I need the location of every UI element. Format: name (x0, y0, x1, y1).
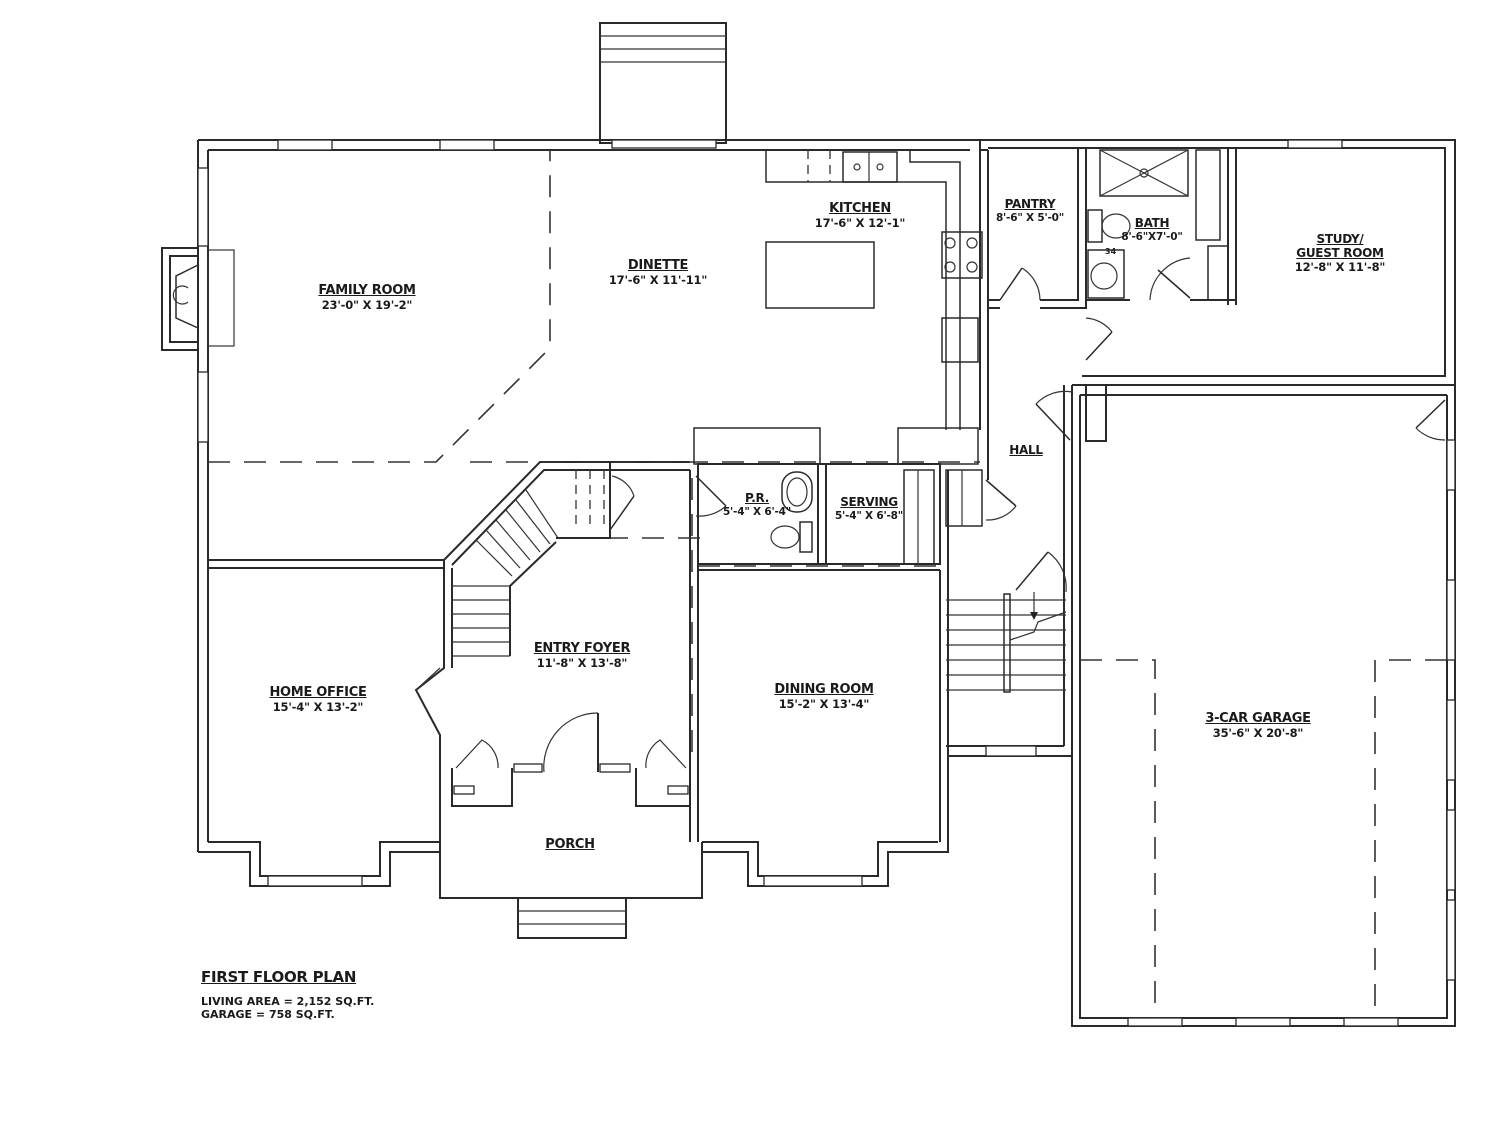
room-dining-room: DINING ROOM 15'-2" X 13'-4" (774, 682, 874, 711)
room-dimensions: 8'-6"X7'-0" (1121, 230, 1183, 243)
washer-label: 34 (1105, 247, 1117, 256)
room-study-guest-room: STUDY/ GUEST ROOM 12'-8" X 11'-8" (1294, 232, 1386, 274)
room-porch: PORCH (545, 837, 595, 853)
room-name: BATH (1134, 216, 1170, 230)
room-dimensions: 15'-2" X 13'-4" (778, 696, 870, 711)
room-entry-foyer: ENTRY FOYER 11'-8" X 13'-8" (533, 641, 631, 670)
plan-title: FIRST FLOOR PLAN (201, 968, 357, 986)
room-name: 3-CAR GARAGE (1205, 711, 1311, 726)
room-home-office: HOME OFFICE 15'-4" X 13'-2" (269, 685, 367, 714)
room-dimensions: 5'-4" X 6'-4" (722, 505, 792, 518)
room-dimensions: 17'-6" X 12'-1" (814, 215, 906, 230)
room-dimensions: 8'-6" X 5'-0" (995, 211, 1065, 224)
room-name: DINING ROOM (774, 682, 874, 697)
room-name: STUDY/ (1316, 232, 1364, 246)
interior-walls (208, 148, 1237, 842)
room-name-line2: GUEST ROOM (1296, 245, 1384, 260)
room-dimensions: 17'-6" X 11'-11" (608, 272, 708, 287)
room-name: PANTRY (1004, 197, 1056, 211)
room-name: SERVING (840, 495, 898, 509)
title-block: FIRST FLOOR PLAN LIVING AREA = 2,152 SQ.… (201, 968, 374, 1021)
room-dimensions: 15'-4" X 13'-2" (272, 699, 364, 714)
powder-room-fixtures (770, 471, 813, 553)
garage-area: GARAGE = 758 SQ.FT. (201, 1007, 335, 1021)
living-area: LIVING AREA = 2,152 SQ.FT. (201, 995, 375, 1008)
room-name: ENTRY FOYER (533, 641, 631, 656)
room-name: HALL (1009, 443, 1043, 457)
serving-counter (903, 469, 983, 565)
overhead-lines (208, 150, 1447, 1018)
room-name: DINETTE (627, 258, 689, 273)
room-name: PORCH (545, 837, 595, 852)
room-dimensions: 5'-4" X 6'-8" (834, 509, 904, 522)
room-dimensions: 35'-6" X 20'-8" (1212, 725, 1304, 740)
room-dinette: DINETTE 17'-6" X 11'-11" (608, 258, 708, 287)
room-name: KITCHEN (829, 201, 891, 216)
room-garage: 3-CAR GARAGE 35'-6" X 20'-8" (1205, 711, 1311, 740)
bath-fixtures (1087, 149, 1229, 301)
fireplace (161, 247, 235, 351)
area-summary: LIVING AREA = 2,152 SQ.FT. GARAGE = 758 … (201, 995, 375, 1021)
room-name: FAMILY ROOM (318, 283, 416, 298)
room-name: P.R. (745, 491, 769, 505)
basement-staircase (946, 592, 1067, 693)
room-name: HOME OFFICE (269, 685, 367, 700)
room-dimensions: 23'-0" X 19'-2" (321, 297, 413, 312)
room-hall: HALL (1009, 443, 1043, 458)
room-dimensions: 11'-8" X 13'-8" (536, 655, 628, 670)
exterior-walls (197, 139, 1456, 1027)
room-dimensions: 12'-8" X 11'-8" (1294, 259, 1386, 274)
room-family-room: FAMILY ROOM 23'-0" X 19'-2" (318, 283, 416, 312)
main-staircase (452, 462, 611, 657)
room-kitchen: KITCHEN 17'-6" X 12'-1" (814, 201, 906, 230)
windows (197, 139, 1456, 1027)
rear-steps (599, 22, 727, 144)
room-bath: BATH 8'-6"X7'-0" (1121, 216, 1183, 243)
room-pantry: PANTRY 8'-6" X 5'-0" (995, 197, 1065, 224)
doors (415, 267, 1446, 807)
room-serving: SERVING 5'-4" X 6'-8" (834, 495, 904, 522)
kitchen-fixtures (693, 150, 983, 465)
room-powder-room: P.R. 5'-4" X 6'-4" (722, 491, 792, 518)
